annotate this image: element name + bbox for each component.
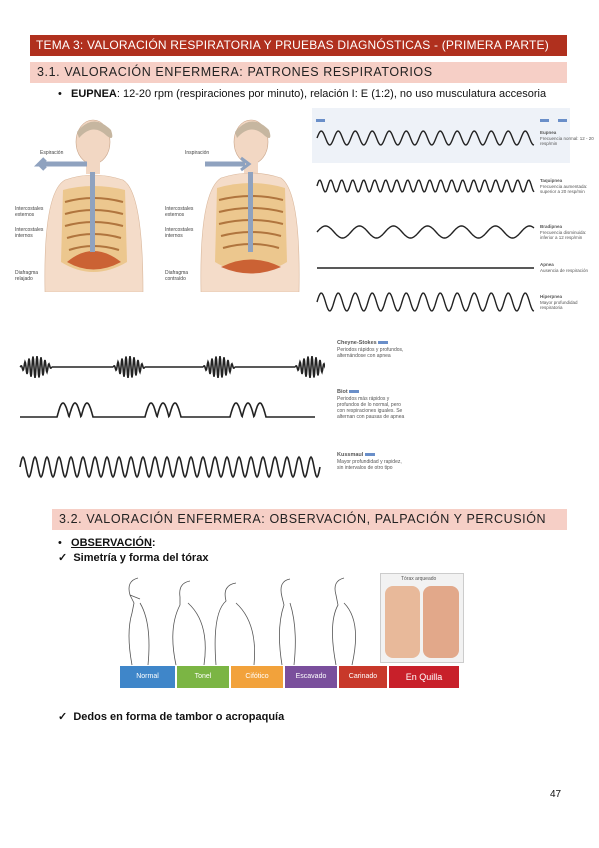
wave-biot	[20, 402, 315, 419]
anatomy-inspiration-figure: Inspiración Intercostales externos Inter…	[165, 112, 310, 293]
pattern-eupnea-name: Eupnea	[540, 130, 557, 135]
pattern-taquipnea-desc: Frecuencia aumentada: superior a 20 resp…	[540, 183, 588, 195]
abnormal-patterns-panel: Cheyne-Stokes Periodos rápidos y profund…	[15, 335, 425, 495]
wave-kussmaul	[19, 455, 321, 479]
pattern-hiperpnea-name: Hiperpnea	[540, 294, 563, 299]
pattern-eupnea-desc: Frecuencia normal: 12 - 20 resp/min	[540, 135, 594, 147]
check-dedos-text: Dedos en forma de tambor o acropaquía	[73, 711, 285, 723]
legend-marker	[364, 453, 375, 457]
anatomy-expiration-figure: Espiración Intercostales externos Interc…	[15, 112, 160, 293]
wave-bradipnea	[316, 225, 535, 239]
observacion-bullet: • OBSERVACIÓN:	[58, 537, 156, 549]
wave-eupnea	[316, 130, 535, 146]
label-left-diafragma: Diafragma relajado	[15, 270, 39, 282]
label-right-ic-externos: Intercostales externos	[165, 206, 194, 218]
pattern-eupnea-caption: Eupnea Frecuencia normal: 12 - 20 resp/m…	[540, 130, 594, 147]
pattern-cheyne-name: Cheyne-Stokes	[337, 340, 427, 347]
wave-cheyne-stokes	[19, 355, 325, 379]
pattern-hiperpnea-desc: Mayor profundidad respiratoria	[540, 299, 578, 311]
page-number: 47	[550, 789, 562, 800]
pattern-apnea-name: Apnea	[540, 262, 554, 267]
wave-taquipnea	[316, 179, 535, 193]
eupnea-highlight	[312, 108, 570, 163]
pattern-biot-desc: Periodos más rápidos y profundos de lo n…	[337, 395, 405, 420]
thorax-type-en-quilla: En Quilla	[389, 666, 459, 688]
bullet-dot: •	[58, 537, 62, 549]
label-right-diafragma: Diafragma contraído	[165, 270, 189, 282]
pattern-kussmaul-name: Kussmaul	[337, 452, 427, 459]
thorax-type-cifotico: Cifótico	[231, 666, 283, 688]
pattern-cheyne-desc: Periodos rápidos y profundos, alternándo…	[337, 346, 404, 359]
photo-label: Tórax arqueado	[401, 576, 437, 582]
check-simetria: ✓ Simetría y forma del tórax	[58, 551, 208, 564]
label-left-ic-internos: Intercostales internos	[15, 227, 44, 239]
breathing-waves-top	[316, 119, 567, 312]
thorax-shapes-figure: Tórax arqueado Normal Tonel Cifótico Esc…	[118, 573, 464, 693]
observacion-term: OBSERVACIÓN	[71, 537, 152, 549]
section-title-3-2: 3.2. VALORACIÓN ENFERMERA: OBSERVACIÓN, …	[52, 509, 567, 530]
thorax-profiles-illustration	[128, 577, 356, 666]
photo-front	[423, 586, 459, 658]
pattern-hiperpnea-caption: Hiperpnea Mayor profundidad respiratoria	[540, 294, 578, 311]
eupnea-text: : 12-20 rpm (respiraciones por minuto), …	[116, 88, 547, 100]
check-simetria-text: Simetría y forma del tórax	[73, 552, 209, 564]
breathing-patterns-panel: Eupnea Frecuencia normal: 12 - 20 resp/m…	[312, 108, 594, 318]
eupnea-term: EUPNEA	[71, 88, 117, 100]
bullet-dot: •	[58, 88, 62, 100]
label-expiracion: Espiración	[40, 150, 64, 156]
pattern-taquipnea-name: Taquipnea	[540, 178, 563, 183]
check-dedos: ✓ Dedos en forma de tambor o acropaquía	[58, 710, 284, 723]
wave-hiperpnea	[316, 292, 535, 312]
pattern-apnea-caption: Apnea Ausencia de respiración	[540, 262, 589, 273]
legend-marker	[349, 390, 360, 394]
pattern-bradipnea-caption: Bradipnea Frecuencia disminuida: inferio…	[540, 224, 587, 241]
expiration-illustration	[33, 119, 144, 293]
thorax-type-tonel: Tonel	[177, 666, 229, 688]
checkmark-icon: ✓	[58, 552, 68, 564]
pattern-apnea-desc: Ausencia de respiración	[540, 267, 589, 273]
photo-side	[385, 586, 420, 658]
pattern-biot-name: Biot	[337, 389, 427, 396]
legend-marker	[378, 341, 389, 345]
checkmark-icon: ✓	[58, 711, 68, 723]
pattern-bradipnea-name: Bradipnea	[540, 224, 563, 229]
label-left-ic-externos: Intercostales externos	[15, 206, 44, 218]
pattern-biot-caption: Biot Periodos más rápidos y profundos de…	[337, 389, 427, 420]
photo-torax-arqueado: Tórax arqueado	[380, 573, 464, 663]
label-right-ic-internos: Intercostales internos	[165, 227, 194, 239]
pattern-kussmaul-desc: Mayor profundidad y rapidez, sin interva…	[337, 458, 402, 471]
section-title-3-1: 3.1. VALORACIÓN ENFERMERA: PATRONES RESP…	[30, 62, 567, 83]
eupnea-bullet: • EUPNEA: 12-20 rpm (respiraciones por m…	[58, 88, 546, 100]
pattern-cheyne-caption: Cheyne-Stokes Periodos rápidos y profund…	[337, 340, 427, 359]
inspiration-illustration	[200, 119, 300, 293]
pattern-kussmaul-caption: Kussmaul Mayor profundidad y rapidez, si…	[337, 452, 427, 471]
label-inspiracion: Inspiración	[185, 150, 210, 156]
thorax-type-escavado: Escavado	[285, 666, 337, 688]
breathing-waves-bottom	[19, 355, 325, 479]
observacion-colon: :	[151, 537, 156, 549]
thorax-type-carinado: Carinado	[339, 666, 387, 688]
pattern-bradipnea-desc: Frecuencia disminuida: inferior a 12 res…	[540, 229, 587, 241]
thorax-type-normal: Normal	[120, 666, 175, 688]
chapter-header: TEMA 3: VALORACIÓN RESPIRATORIA Y PRUEBA…	[30, 35, 567, 56]
pattern-taquipnea-caption: Taquipnea Frecuencia aumentada: superior…	[540, 178, 588, 195]
